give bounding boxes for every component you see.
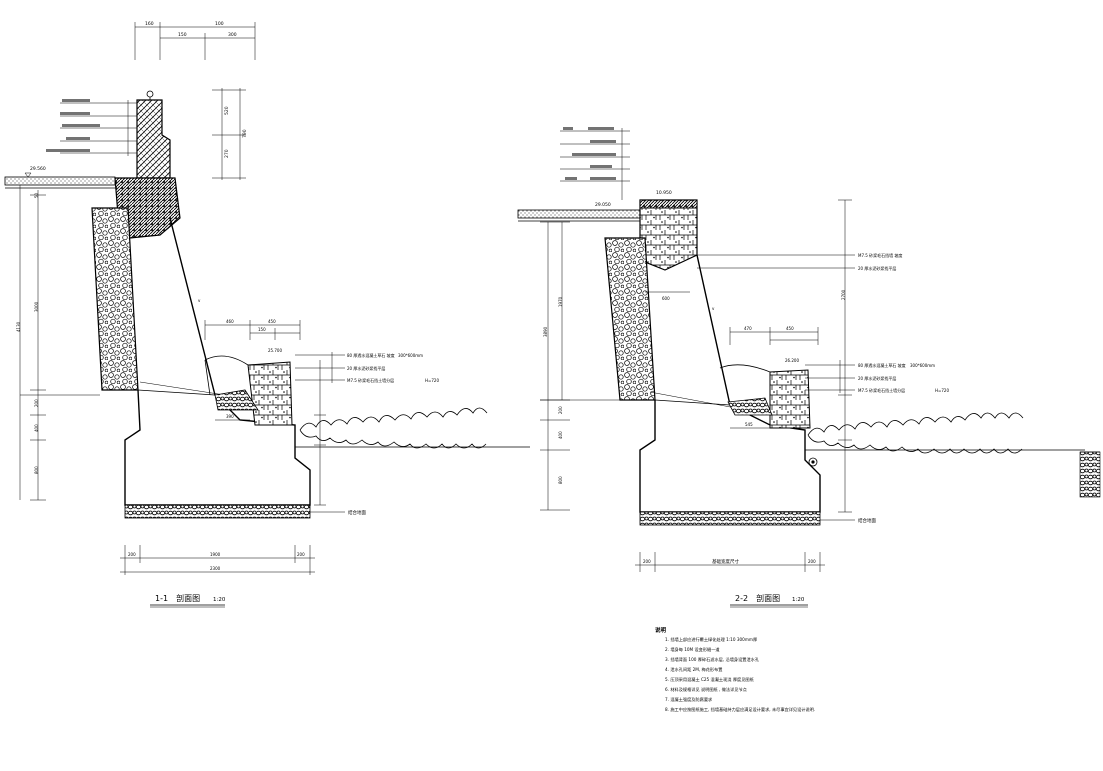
- section-1-drawing: 160 100 150 300 520 270: [4, 21, 530, 608]
- shrubs-2: [807, 412, 1024, 454]
- dim-520: 520: [224, 106, 230, 115]
- toe-block-1: [247, 361, 293, 426]
- svg-text:v: v: [198, 298, 201, 303]
- right-label-2-3: M7.5 砂浆毛石挡土墙分层: [858, 387, 905, 393]
- top-dim-2: 100: [215, 21, 224, 27]
- right-dims-2: 2700 结合地面: [820, 199, 876, 524]
- note-3: 3. 挡墙背面 100 厚碎石滤水层, 沿墙身设置泄水孔: [665, 656, 760, 663]
- right-label-2: 20 厚水泥砂浆找平层: [347, 365, 385, 371]
- shrubs-1: [299, 407, 488, 449]
- note-6: 6. 材料及规格详见 说明图纸 , 做法详见节点: [665, 686, 747, 693]
- note-2: 2. 墙身每 10M 设变形缝一道: [665, 646, 720, 653]
- bottom-label-2: 结合地面: [858, 517, 876, 524]
- section-1-callouts: [46, 99, 140, 156]
- section-2-drawing: 29.050 10.950 470 450 600 545: [517, 127, 1101, 608]
- right-label-2-2: 20 厚水泥砂浆找平层: [858, 375, 896, 381]
- svg-text:10.950: 10.950: [656, 190, 672, 196]
- svg-text:v: v: [712, 306, 715, 311]
- level-top-1: 29.560: [30, 166, 46, 172]
- notes-block: 说明 1. 挡墙上部应进行覆土绿化处理 1:10 300mm厚 2. 墙身每 1…: [655, 626, 815, 713]
- level-top-2: 29.050: [595, 202, 611, 208]
- note-5: 5. 压顶采用混凝土 C25 混凝土现浇 厚度见图纸: [665, 676, 755, 683]
- section-2-title: 2-2 剖面图: [735, 593, 780, 603]
- top-dimension-chain: 160 100 150 300: [134, 21, 256, 60]
- toe-dims-2: 470 450 600 545: [645, 291, 819, 429]
- left-dim-200: 200: [34, 399, 39, 407]
- bottom-dim-2-1: 200: [643, 559, 651, 564]
- bottom-dim-2-2: 基础宽度尺寸: [712, 558, 739, 565]
- note-8: 8. 施工中应按图纸施工, 挡墙基础持力层应满足设计要求, 未尽事宜详见设计说明…: [665, 706, 815, 713]
- section-1-scale: 1:20: [213, 597, 226, 603]
- level-right-1: 25.700: [268, 348, 282, 353]
- dim-small-2: 450: [268, 319, 276, 324]
- right-label-3: M7.5 砂浆毛石挡土墙分层: [347, 377, 394, 383]
- left-dim-1970: 1970: [558, 296, 563, 307]
- gravel-base-2: [639, 511, 821, 526]
- note-4: 4. 泄水孔间距 2M, 梅花形布置: [665, 666, 722, 673]
- wall-body-outline-2: [639, 254, 821, 513]
- left-dim-2-800: 800: [558, 476, 563, 484]
- toe-block-2: [769, 369, 811, 429]
- left-dim-50: 50: [34, 192, 39, 198]
- top-blocks-2: [639, 199, 698, 271]
- note-1: 1. 挡墙上部应进行覆土绿化处理 1:10 300mm厚: [665, 636, 757, 643]
- section-2-callouts: [560, 127, 630, 200]
- right-note-2-1: 300*600mm: [910, 363, 935, 368]
- dim-small-3: 150: [258, 327, 266, 332]
- bottom-label-1: 结合地面: [348, 509, 366, 516]
- dim-small-2-1: 470: [744, 326, 752, 331]
- left-paving: [4, 176, 116, 186]
- gravel-base-1: [124, 504, 311, 519]
- left-dim-800: 800: [34, 466, 39, 474]
- parapet-cap: [136, 99, 171, 179]
- right-note-2-2: H=720: [935, 388, 949, 393]
- left-dim-4130: 4130: [16, 321, 21, 332]
- dim-small-2-4: 545: [745, 422, 753, 427]
- notes-heading: 说明: [655, 626, 667, 634]
- right-note-1: 300*600mm: [398, 353, 423, 358]
- right-label-2-1: 80 厚透水混凝土草石 坡度: [858, 362, 906, 368]
- section-2-scale: 1:20: [792, 597, 805, 603]
- right-note-2: H=720: [425, 378, 439, 383]
- dim-270: 270: [224, 149, 230, 158]
- bottom-dims-1: 200 1900 200 2300: [120, 545, 315, 575]
- left-dim-2-400: 400: [558, 431, 563, 439]
- toe-vertical-dims-1: 结合地面: [310, 360, 366, 516]
- svg-text:20 厚水泥砂浆找平层: 20 厚水泥砂浆找平层: [858, 265, 896, 271]
- section-1-title: 1-1 剖面图: [155, 593, 200, 603]
- left-dim-3890: 3890: [543, 326, 548, 337]
- bottom-dim-1: 200: [128, 552, 136, 557]
- left-dim-400: 400: [34, 424, 39, 432]
- left-paving-2: [517, 209, 644, 219]
- toe-dims-1: 460 450 150 390: [204, 319, 301, 421]
- bottom-dim-2-3: 200: [808, 559, 816, 564]
- section-2-right-labels: 80 厚透水混凝土草石 坡度 20 厚水泥砂浆找平层 M7.5 砂浆毛石挡土墙分…: [697, 252, 949, 393]
- dim-small-4: 390: [226, 414, 234, 419]
- top-dim-3: 150: [178, 32, 187, 38]
- bottom-dims-2: 200 基础宽度尺寸 200: [635, 552, 825, 572]
- bottom-dim-2: 1900: [210, 552, 221, 557]
- left-dims-1: 50 3000 4130 200 400 800: [16, 185, 100, 501]
- section-1-right-labels: 80 厚透水混凝土草石 坡度 20 厚水泥砂浆找平层 M7.5 砂浆毛石挡土墙分…: [268, 348, 439, 383]
- dim-small-2-2: 450: [786, 326, 794, 331]
- wall-body-outline: [124, 217, 311, 506]
- right-dim-2700: 2700: [841, 289, 846, 300]
- dim-small-1: 460: [226, 319, 234, 324]
- note-7: 7. 混凝土强度及防腐要求: [665, 696, 713, 703]
- right-label-1: 80 厚透水混凝土草石 坡度: [347, 352, 395, 358]
- top-dim-1: 160: [145, 21, 154, 27]
- dim-790: 790: [242, 129, 248, 138]
- level-right-2: 26.200: [785, 358, 799, 363]
- bottom-dim-3: 200: [297, 552, 305, 557]
- dim-small-2-3: 600: [662, 296, 670, 301]
- top-dim-4: 300: [228, 32, 237, 38]
- svg-text:M7.5 砂浆毛石挡墙 坡度: M7.5 砂浆毛石挡墙 坡度: [858, 252, 902, 258]
- left-dim-2-200: 200: [558, 406, 563, 414]
- left-dims-2: 1970 3890 200 400 800: [540, 221, 620, 511]
- section-1-right-top-dims: 520 270 790: [212, 88, 248, 180]
- left-dim-3000: 3000: [34, 301, 39, 312]
- bottom-dim-4: 2300: [210, 566, 221, 571]
